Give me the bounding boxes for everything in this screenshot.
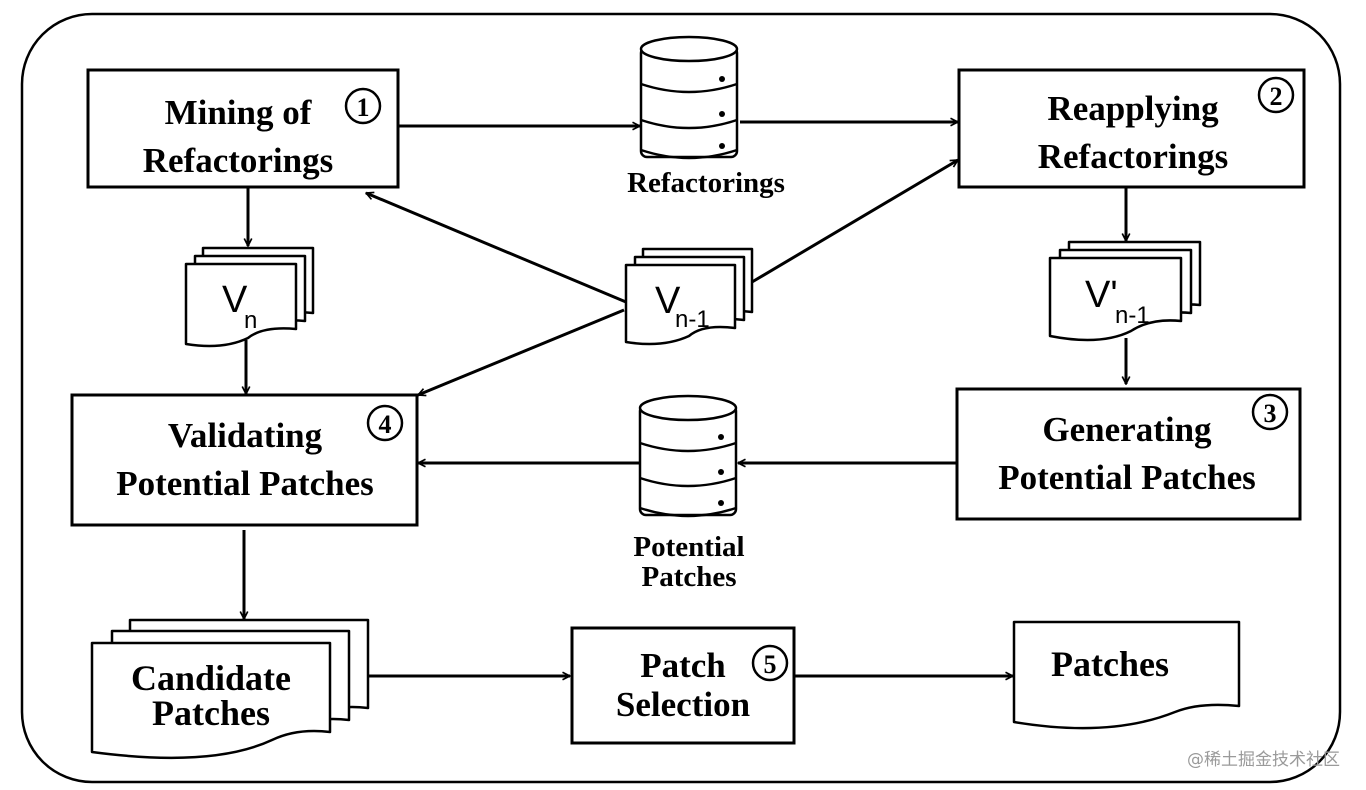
selection-title-line2: Selection — [616, 685, 750, 724]
candidate-patches-document-stack: Candidate Patches — [90, 618, 370, 760]
potential-patches-database-label-line1: Potential — [633, 531, 744, 563]
v-prime-n-1-subscript: n-1 — [1115, 302, 1150, 329]
vn-document-stack: V n — [184, 246, 315, 348]
step-number-2: 2 — [1270, 82, 1283, 111]
step-number-circle-2 — [1257, 76, 1295, 114]
step-number-3: 3 — [1264, 399, 1277, 428]
generating-title-line1: Generating — [1042, 410, 1212, 449]
selection-title-line1: Patch — [640, 646, 726, 685]
vn-subscript: n — [244, 307, 257, 334]
step-number-4: 4 — [379, 410, 392, 439]
generating-title-line2: Potential Patches — [998, 458, 1256, 497]
step-number-circle-1 — [344, 87, 382, 125]
vn-1-label: V — [655, 280, 681, 322]
step-number-circle-4 — [366, 404, 404, 442]
v-prime-n-1-label: V' — [1085, 274, 1118, 316]
refactorings-database-label: Refactorings — [627, 167, 785, 199]
potential-patches-database-icon — [638, 394, 738, 518]
refactorings-database-icon — [639, 35, 739, 160]
arrow-vn-1-to-reapplying — [751, 158, 958, 284]
arrow-vn-1-to-mining — [366, 191, 627, 304]
step-number-1: 1 — [357, 93, 370, 122]
arrow-vn-1-to-validating — [418, 308, 625, 395]
mining-of-refactorings-box: Mining of Refactorings 1 — [86, 68, 400, 189]
vn-1-document-stack: V n-1 — [624, 247, 754, 346]
outer-frame — [20, 12, 1342, 784]
vn-1-subscript: n-1 — [675, 306, 710, 333]
potential-patches-database-label-line2: Patches — [641, 561, 736, 593]
validating-potential-patches-box: Validating Potential Patches 4 — [70, 393, 419, 527]
patches-output-label: Patches — [1051, 644, 1169, 684]
validating-title-line1: Validating — [168, 416, 323, 455]
watermark-text: @稀土掘金技术社区 — [1187, 750, 1340, 770]
step-number-circle-5 — [751, 644, 789, 682]
mining-title-line2: Refactorings — [143, 141, 334, 180]
reapplying-refactorings-box: Reapplying Refactorings 2 — [957, 68, 1306, 189]
validating-title-line2: Potential Patches — [116, 464, 374, 503]
candidate-patches-label-line2: Patches — [152, 693, 270, 733]
generating-potential-patches-box: Generating Potential Patches 3 — [955, 387, 1302, 521]
patches-output-document: Patches — [1012, 620, 1241, 730]
step-number-5: 5 — [764, 650, 777, 679]
v-prime-n-1-document-stack: V' n-1 — [1048, 240, 1202, 342]
vn-label: V — [222, 279, 248, 321]
patch-selection-box: Patch Selection 5 — [570, 626, 796, 745]
mining-title-line1: Mining of — [165, 93, 312, 132]
reapplying-title-line2: Refactorings — [1038, 137, 1229, 176]
step-number-circle-3 — [1251, 393, 1289, 431]
candidate-patches-label-line1: Candidate — [131, 658, 291, 698]
reapplying-title-line1: Reapplying — [1047, 89, 1219, 128]
